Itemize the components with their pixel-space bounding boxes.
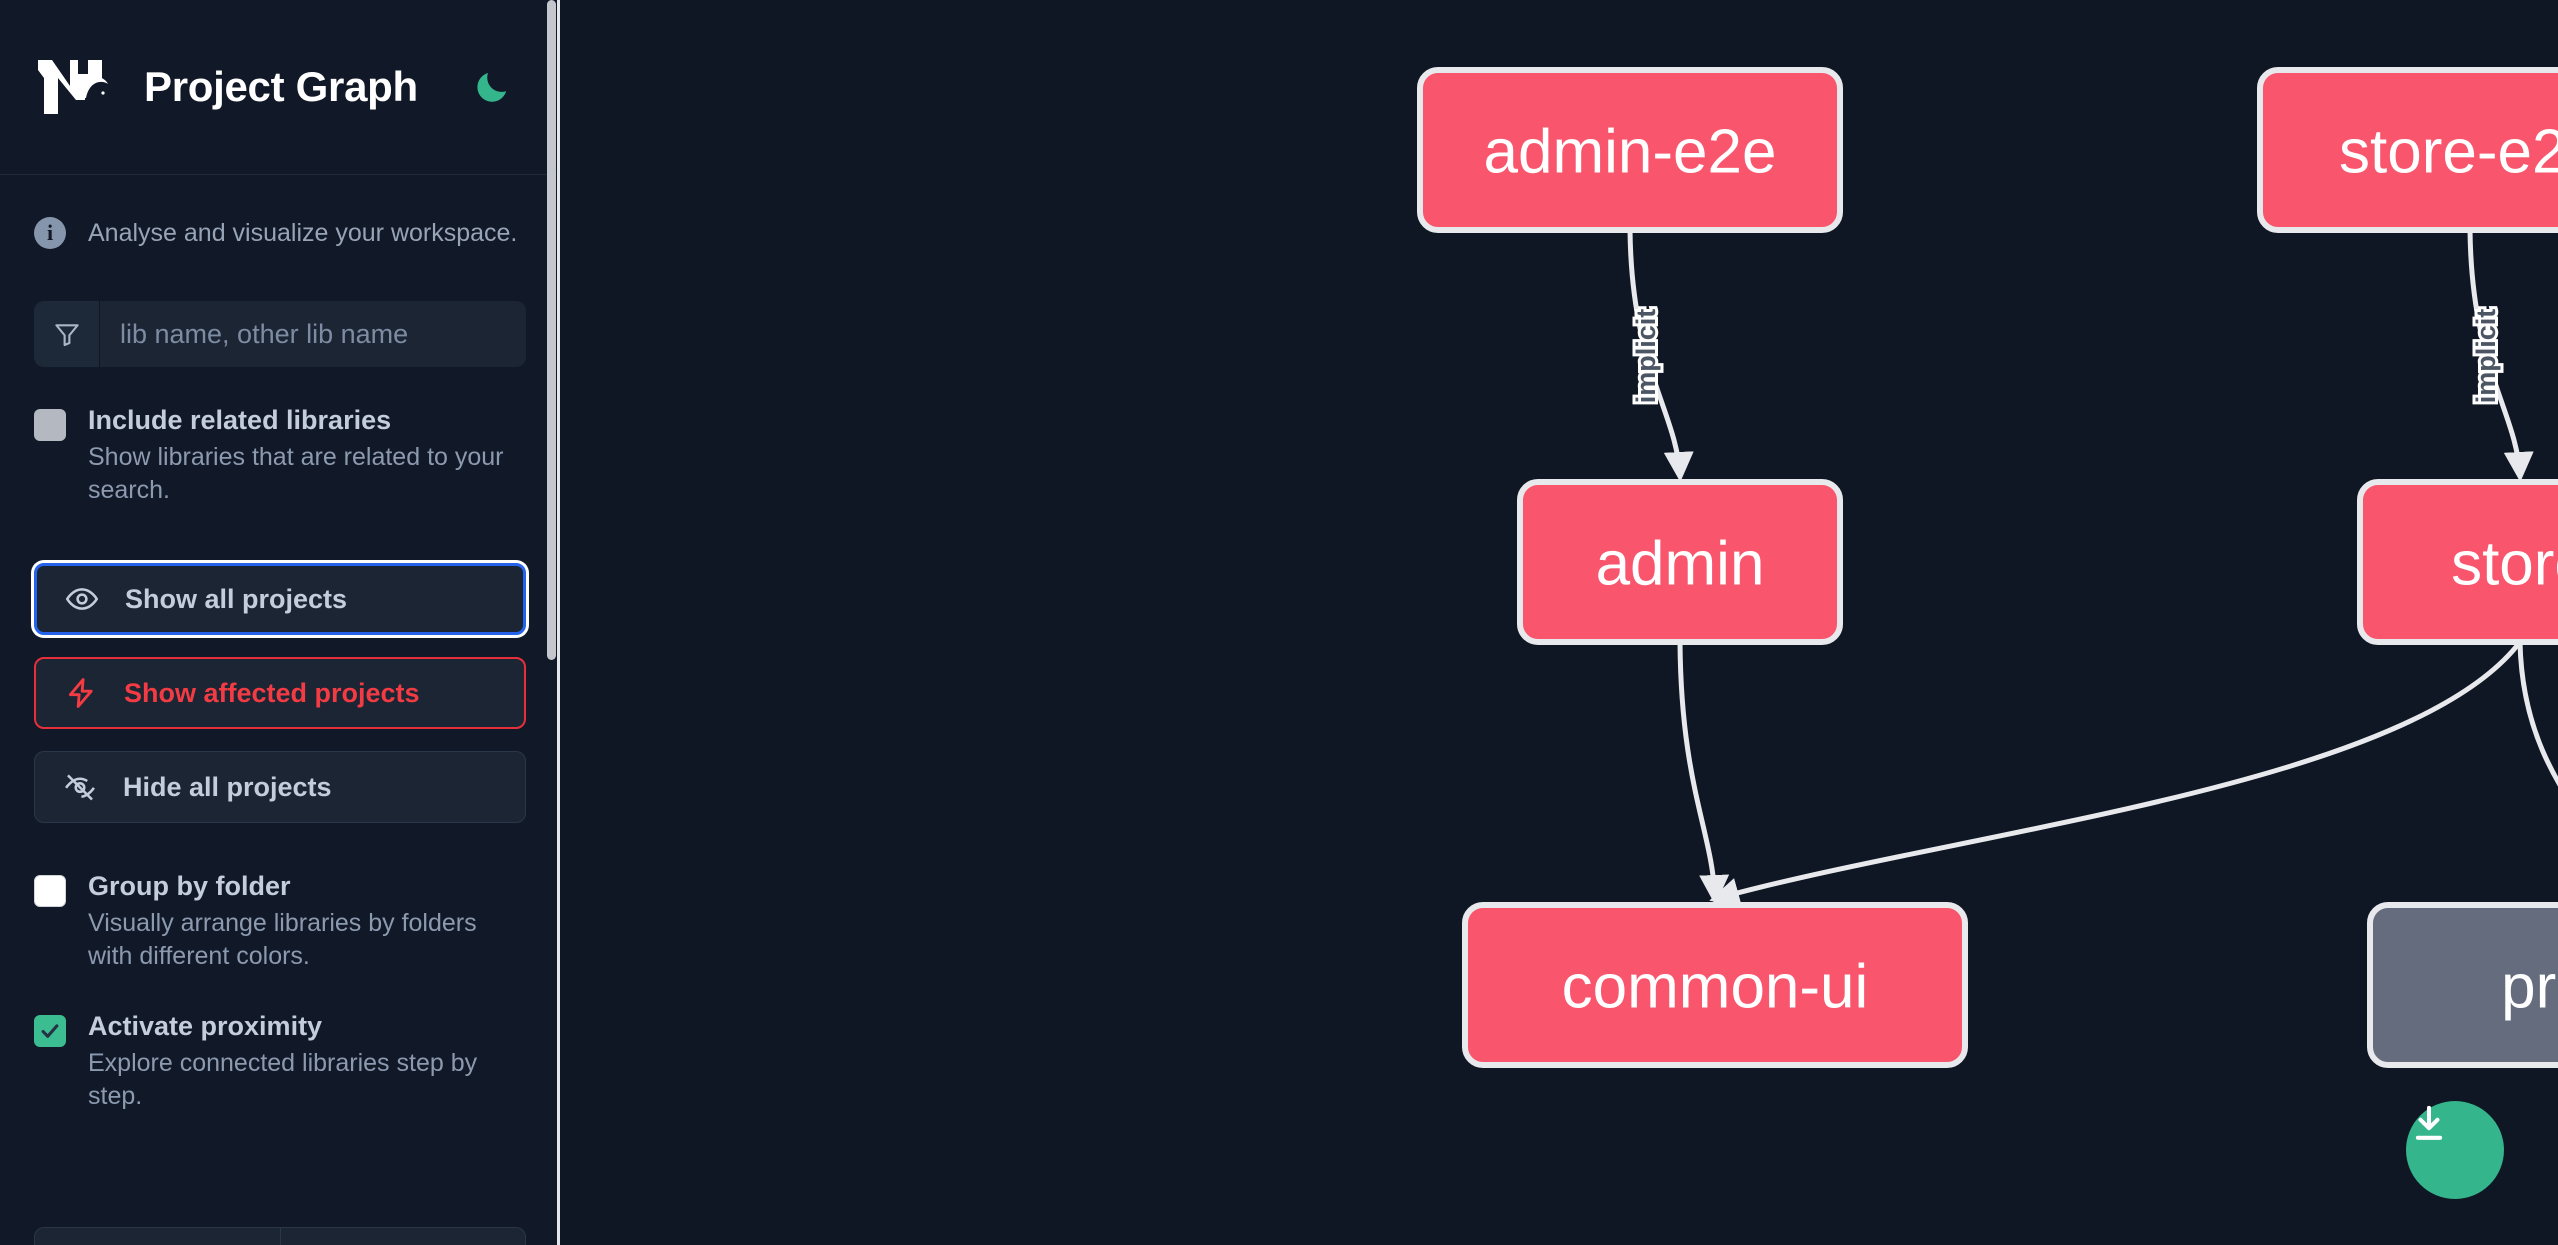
sidebar-header: Project Graph [0,0,560,175]
node-label: admin [1596,530,1765,599]
show-all-projects-label: Show all projects [125,583,348,614]
tagline-text: Analyse and visualize your workspace. [88,218,518,247]
option-description: Explore connected libraries step by step… [88,1049,478,1111]
checkbox-include-related-libraries[interactable] [34,409,66,441]
search-input[interactable] [100,301,526,367]
option-activate-proximity[interactable]: Activate proximity Explore connected lib… [34,1011,526,1113]
graph-node-store-e2e[interactable]: store-e2e [2257,67,2558,233]
tagline-row: i Analyse and visualize your workspace. [0,175,560,249]
graph-edge[interactable] [2517,641,2558,899]
hide-all-projects-button[interactable]: Hide all projects [34,751,526,824]
option-label: Activate proximity [88,1011,323,1042]
check-icon [41,1024,59,1038]
graph-node-admin-e2e[interactable]: admin-e2e [1417,67,1843,233]
option-description: Visually arrange libraries by folders wi… [88,909,477,971]
graph-node-admin[interactable]: admin [1517,479,1843,645]
filter-row [34,301,526,367]
graph-edge[interactable] [1627,229,1694,482]
sidebar-scrollbar[interactable] [547,0,556,660]
show-affected-projects-label: Show affected projects [124,677,420,708]
edge-label: implicit [2471,309,2501,404]
graph-edge[interactable] [1709,640,2522,908]
graph-edge[interactable] [2467,229,2534,482]
option-label: Include related libraries [88,405,392,435]
eye-off-icon [61,768,99,806]
node-body[interactable] [2257,67,2558,233]
graph-node-products[interactable]: products [2367,902,2558,1068]
show-all-projects-button[interactable]: Show all projects [34,563,526,636]
page-title: Project Graph [144,63,418,110]
nx-logo-icon [34,56,118,118]
edge-layer [1627,229,2558,908]
node-label: products [2501,953,2558,1022]
bolt-icon [62,674,100,712]
sidebar-divider [557,0,560,1245]
option-include-related-libraries[interactable]: Include related libraries Show libraries… [34,405,526,507]
show-affected-projects-button[interactable]: Show affected projects [34,657,526,730]
node-label: admin-e2e [1484,118,1777,187]
node-label: store-e2e [2339,118,2558,187]
graph-canvas[interactable]: admin-e2e store-e2e admin store common-ui pro… [560,0,2558,1245]
node-label: store [2451,530,2558,599]
node-body[interactable] [2367,902,2558,1068]
hide-all-projects-label: Hide all projects [123,771,332,802]
funnel-icon [34,301,100,367]
graph-node-common-ui[interactable]: common-ui [1462,902,1968,1068]
download-button[interactable] [2406,1101,2504,1199]
edge-label: implicit [1631,309,1661,404]
checkbox-activate-proximity[interactable] [34,1015,66,1048]
option-group-by-folder[interactable]: Group by folder Visually arrange librari… [34,871,526,973]
graph-edge[interactable] [1677,641,1730,905]
sidebar-body: Include related libraries Show libraries… [0,301,560,1113]
edge-label-layer: implicit implicit [1628,306,2504,407]
checkbox-group-by-folder[interactable] [34,875,66,908]
eye-icon [63,580,101,618]
node-body[interactable] [1462,902,1968,1068]
info-icon: i [34,217,66,249]
node-body[interactable] [1417,67,1843,233]
option-description: Show libraries that are related to your … [88,443,504,505]
node-label: common-ui [1562,953,1869,1022]
moon-icon[interactable] [470,65,514,109]
sidebar: Project Graph i Analyse and visualize yo… [0,0,560,1245]
node-body[interactable] [1517,479,1843,645]
node-body[interactable] [2357,479,2558,645]
visibility-button-group: Show all projects Show affected projects [34,563,526,824]
node-layer: admin-e2e store-e2e admin store common-ui pro… [1417,67,2558,1068]
option-label: Group by folder [88,871,291,902]
graph-node-store[interactable]: store [2357,479,2558,645]
partial-button-group[interactable] [34,1227,526,1245]
graph-svg: admin-e2e store-e2e admin store common-ui pro… [1417,67,2558,1068]
